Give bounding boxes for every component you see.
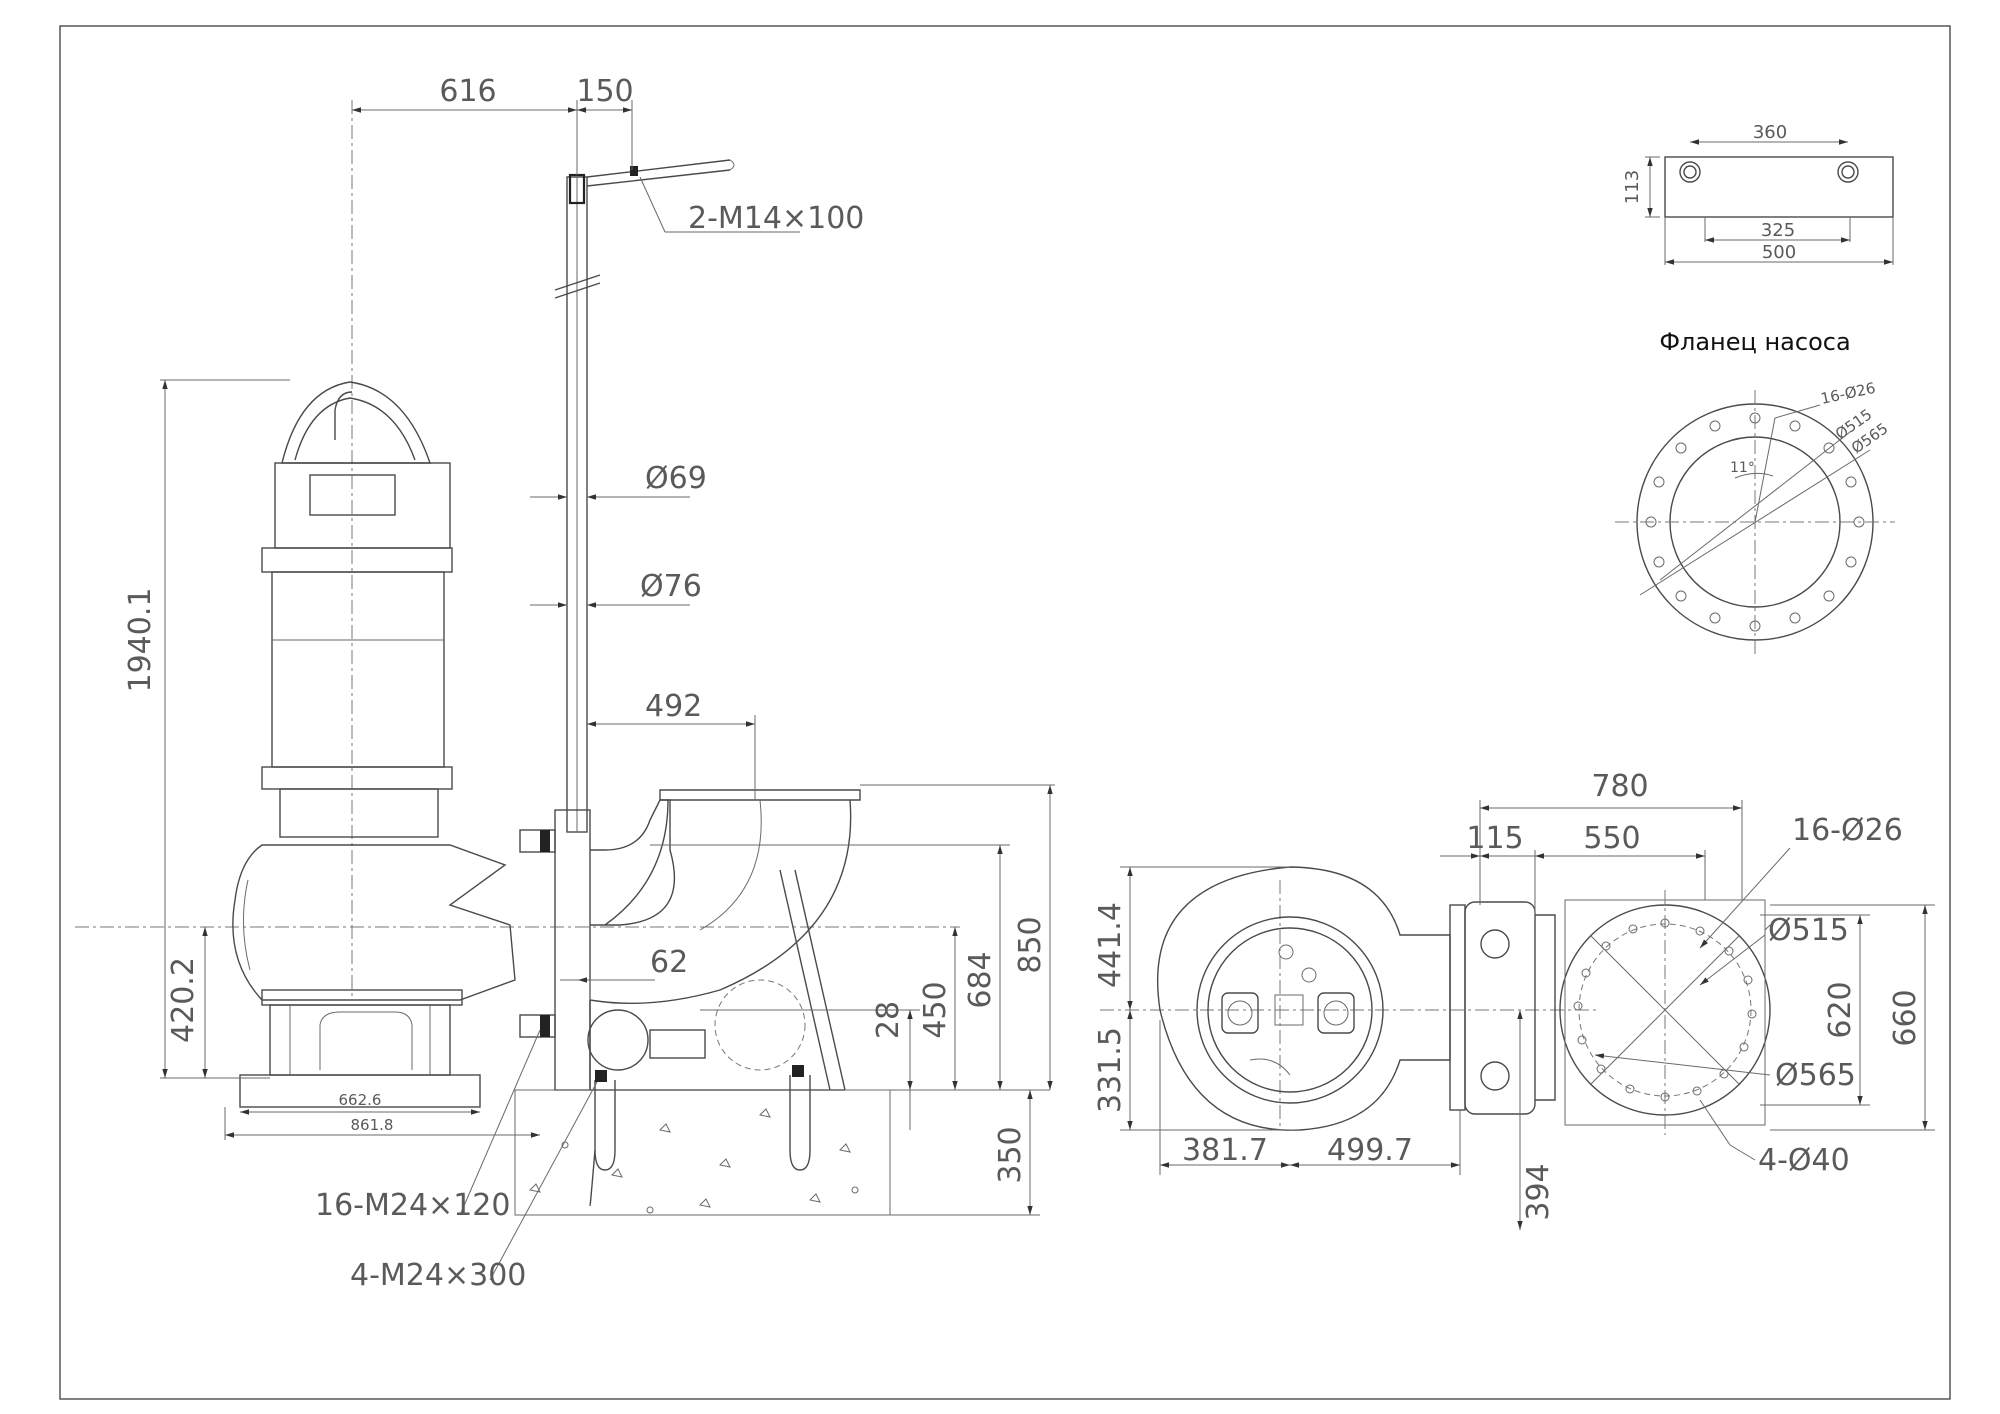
dim-1940: 1940.1 [123, 588, 158, 693]
dim-660: 660 [1888, 989, 1923, 1046]
dim-115: 115 [1466, 821, 1523, 856]
dim-62: 62 [650, 945, 688, 980]
flange-view: Фланец насоса 16-Ø26 Ø515 Ø565 11° [1615, 328, 1895, 655]
dim-dia565: Ø565 [1775, 1058, 1856, 1093]
flange-holes-label: 16-Ø26 [1819, 379, 1877, 408]
dim-dia515: Ø515 [1768, 913, 1849, 948]
dim-360: 360 [1753, 122, 1787, 143]
dim-492: 492 [645, 689, 702, 724]
flange-angle: 11° [1730, 460, 1755, 476]
dim-550: 550 [1583, 821, 1640, 856]
dim-325: 325 [1761, 220, 1795, 241]
dim-499: 499.7 [1327, 1133, 1413, 1168]
label-holes-4-40: 4-Ø40 [1758, 1143, 1850, 1178]
dim-500: 500 [1762, 242, 1796, 263]
dim-394: 394 [1521, 1163, 1556, 1220]
dim-331: 331.5 [1093, 1027, 1128, 1113]
dim-420: 420.2 [166, 957, 201, 1043]
dim-616: 616 [439, 74, 496, 109]
dim-850: 850 [1013, 916, 1048, 973]
bracket-view: 360 113 325 500 [1622, 122, 1894, 265]
dim-381: 381.7 [1182, 1133, 1268, 1168]
top-view: 780 115 550 16-Ø26 Ø515 Ø565 4-Ø40 441.4… [1093, 769, 1935, 1230]
dim-150: 150 [576, 74, 633, 109]
dim-113: 113 [1622, 170, 1643, 204]
label-bolt-m24x120: 16-M24×120 [315, 1188, 510, 1223]
label-holes-16-26: 16-Ø26 [1792, 813, 1903, 848]
sheet-border [59, 25, 1951, 1400]
dim-28: 28 [871, 1001, 906, 1039]
side-view: 616 150 2-M14×100 Ø69 Ø76 492 1940.1 420… [75, 74, 1055, 1293]
dim-dia76: Ø76 [640, 569, 702, 604]
label-bolt-m24x300: 4-M24×300 [350, 1258, 526, 1293]
dim-441: 441.4 [1093, 902, 1128, 988]
dim-450: 450 [918, 981, 953, 1038]
dim-620: 620 [1823, 981, 1858, 1038]
dim-861: 861.8 [351, 1116, 394, 1134]
dim-662: 662.6 [339, 1091, 382, 1109]
dim-780: 780 [1591, 769, 1648, 804]
flange-title: Фланец насоса [1659, 328, 1850, 356]
label-bolt-m14: 2-M14×100 [688, 201, 864, 236]
dim-dia69: Ø69 [645, 461, 707, 496]
dim-684: 684 [963, 951, 998, 1008]
dim-350: 350 [993, 1126, 1028, 1183]
